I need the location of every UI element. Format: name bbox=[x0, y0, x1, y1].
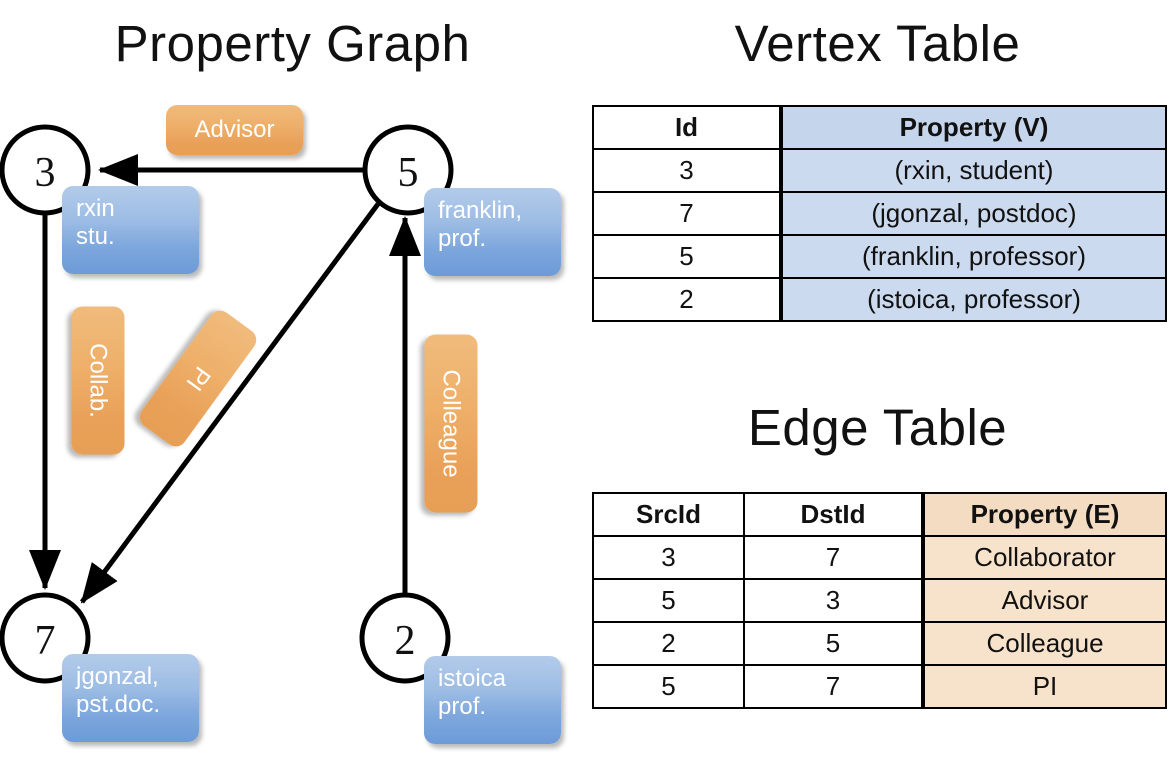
vertex-property-chip-7: jgonzal, pst.doc. bbox=[62, 654, 199, 742]
vertex-cell-property: (istoica, professor) bbox=[779, 277, 1167, 322]
vertex-property-chip-3: rxin stu. bbox=[62, 186, 199, 274]
edge-cell-dstid: 7 bbox=[743, 664, 924, 709]
node-label-7: 7 bbox=[35, 618, 56, 664]
vertex-property-chip-2: istoica prof. bbox=[424, 656, 561, 744]
vertex-cell-id: 2 bbox=[592, 277, 782, 322]
chip-line-1: jgonzal, bbox=[76, 663, 159, 690]
node-label-3: 3 bbox=[35, 150, 56, 196]
property-graph-diagram: 3 5 7 2 rxin stu. franklin, prof. bbox=[0, 105, 561, 744]
edge-cell-dstid: 7 bbox=[743, 535, 924, 580]
vertex-property-chip-5: franklin, prof. bbox=[424, 188, 561, 276]
edge-cell-dstid: 5 bbox=[743, 621, 924, 666]
table-row[interactable]: 5 7 PI bbox=[592, 664, 1167, 709]
edge-label-text: PI bbox=[180, 361, 216, 396]
vertex-cell-id: 7 bbox=[592, 191, 782, 236]
edge-cell-srcid: 3 bbox=[592, 535, 745, 580]
edge-cell-property: Colleague bbox=[921, 621, 1167, 666]
edge-cell-property: PI bbox=[921, 664, 1167, 709]
chip-line-2: pst.doc. bbox=[76, 691, 161, 719]
page-title-vertex-table: Vertex Table bbox=[734, 15, 1021, 72]
chip-line-2: stu. bbox=[76, 223, 115, 251]
edge-cell-srcid: 5 bbox=[592, 578, 745, 623]
edge-label-text: Collab. bbox=[85, 343, 112, 418]
vertex-col-header-id: Id bbox=[592, 105, 782, 150]
edge-label-chip-advisor: Advisor bbox=[166, 105, 303, 155]
vertex-col-header-property: Property (V) bbox=[779, 105, 1167, 150]
node-label-5: 5 bbox=[398, 150, 419, 196]
table-row[interactable]: 7 (jgonzal, postdoc) bbox=[592, 191, 1167, 236]
page-title-property-graph: Property Graph bbox=[114, 15, 471, 72]
edge-label-text: Colleague bbox=[438, 369, 465, 478]
edge-cell-property: Collaborator bbox=[921, 535, 1167, 580]
edge-label-chip-collab: Collab. bbox=[71, 306, 125, 455]
table-row[interactable]: 3 (rxin, student) bbox=[592, 148, 1167, 193]
vertex-cell-id: 3 bbox=[592, 148, 782, 193]
edge-col-header-dstid: DstId bbox=[743, 492, 924, 537]
chip-line-2: prof. bbox=[438, 693, 487, 721]
table-header-row: Id Property (V) bbox=[592, 105, 1167, 150]
table-row[interactable]: 5 3 Advisor bbox=[592, 578, 1167, 623]
table-row[interactable]: 2 5 Colleague bbox=[592, 621, 1167, 666]
table-header-row: SrcId DstId Property (E) bbox=[592, 492, 1167, 537]
vertex-cell-property: (franklin, professor) bbox=[779, 234, 1167, 279]
table-row[interactable]: 2 (istoica, professor) bbox=[592, 277, 1167, 322]
chip-line-1: rxin bbox=[76, 195, 115, 222]
edge-cell-srcid: 2 bbox=[592, 621, 745, 666]
edge-label-text: Advisor bbox=[194, 115, 275, 143]
chip-line-1: franklin, bbox=[438, 197, 523, 224]
edge-cell-property: Advisor bbox=[921, 578, 1167, 623]
edge-col-header-srcid: SrcId bbox=[592, 492, 745, 537]
node-label-2: 2 bbox=[395, 618, 416, 664]
edge-cell-dstid: 3 bbox=[743, 578, 924, 623]
edge-cell-srcid: 5 bbox=[592, 664, 745, 709]
chip-line-2: prof. bbox=[438, 225, 487, 253]
vertex-cell-id: 5 bbox=[592, 234, 782, 279]
chip-line-1: istoica bbox=[438, 665, 507, 692]
vertex-cell-property: (jgonzal, postdoc) bbox=[779, 191, 1167, 236]
page-title-edge-table: Edge Table bbox=[747, 399, 1008, 456]
graph-svg-canvas: 3 5 7 2 bbox=[0, 124, 454, 684]
table-row[interactable]: 3 7 Collaborator bbox=[592, 535, 1167, 580]
vertex-table: Id Property (V) 3 (rxin, student) 7 (jgo… bbox=[592, 105, 1167, 322]
edge-label-chip-colleague: Colleague bbox=[424, 334, 478, 513]
table-row[interactable]: 5 (franklin, professor) bbox=[592, 234, 1167, 279]
edge-table: SrcId DstId Property (E) 3 7 Collaborato… bbox=[592, 492, 1167, 709]
vertex-cell-property: (rxin, student) bbox=[779, 148, 1167, 193]
edge-col-header-property: Property (E) bbox=[921, 492, 1167, 537]
edge-line-5-to-7 bbox=[79, 202, 381, 604]
